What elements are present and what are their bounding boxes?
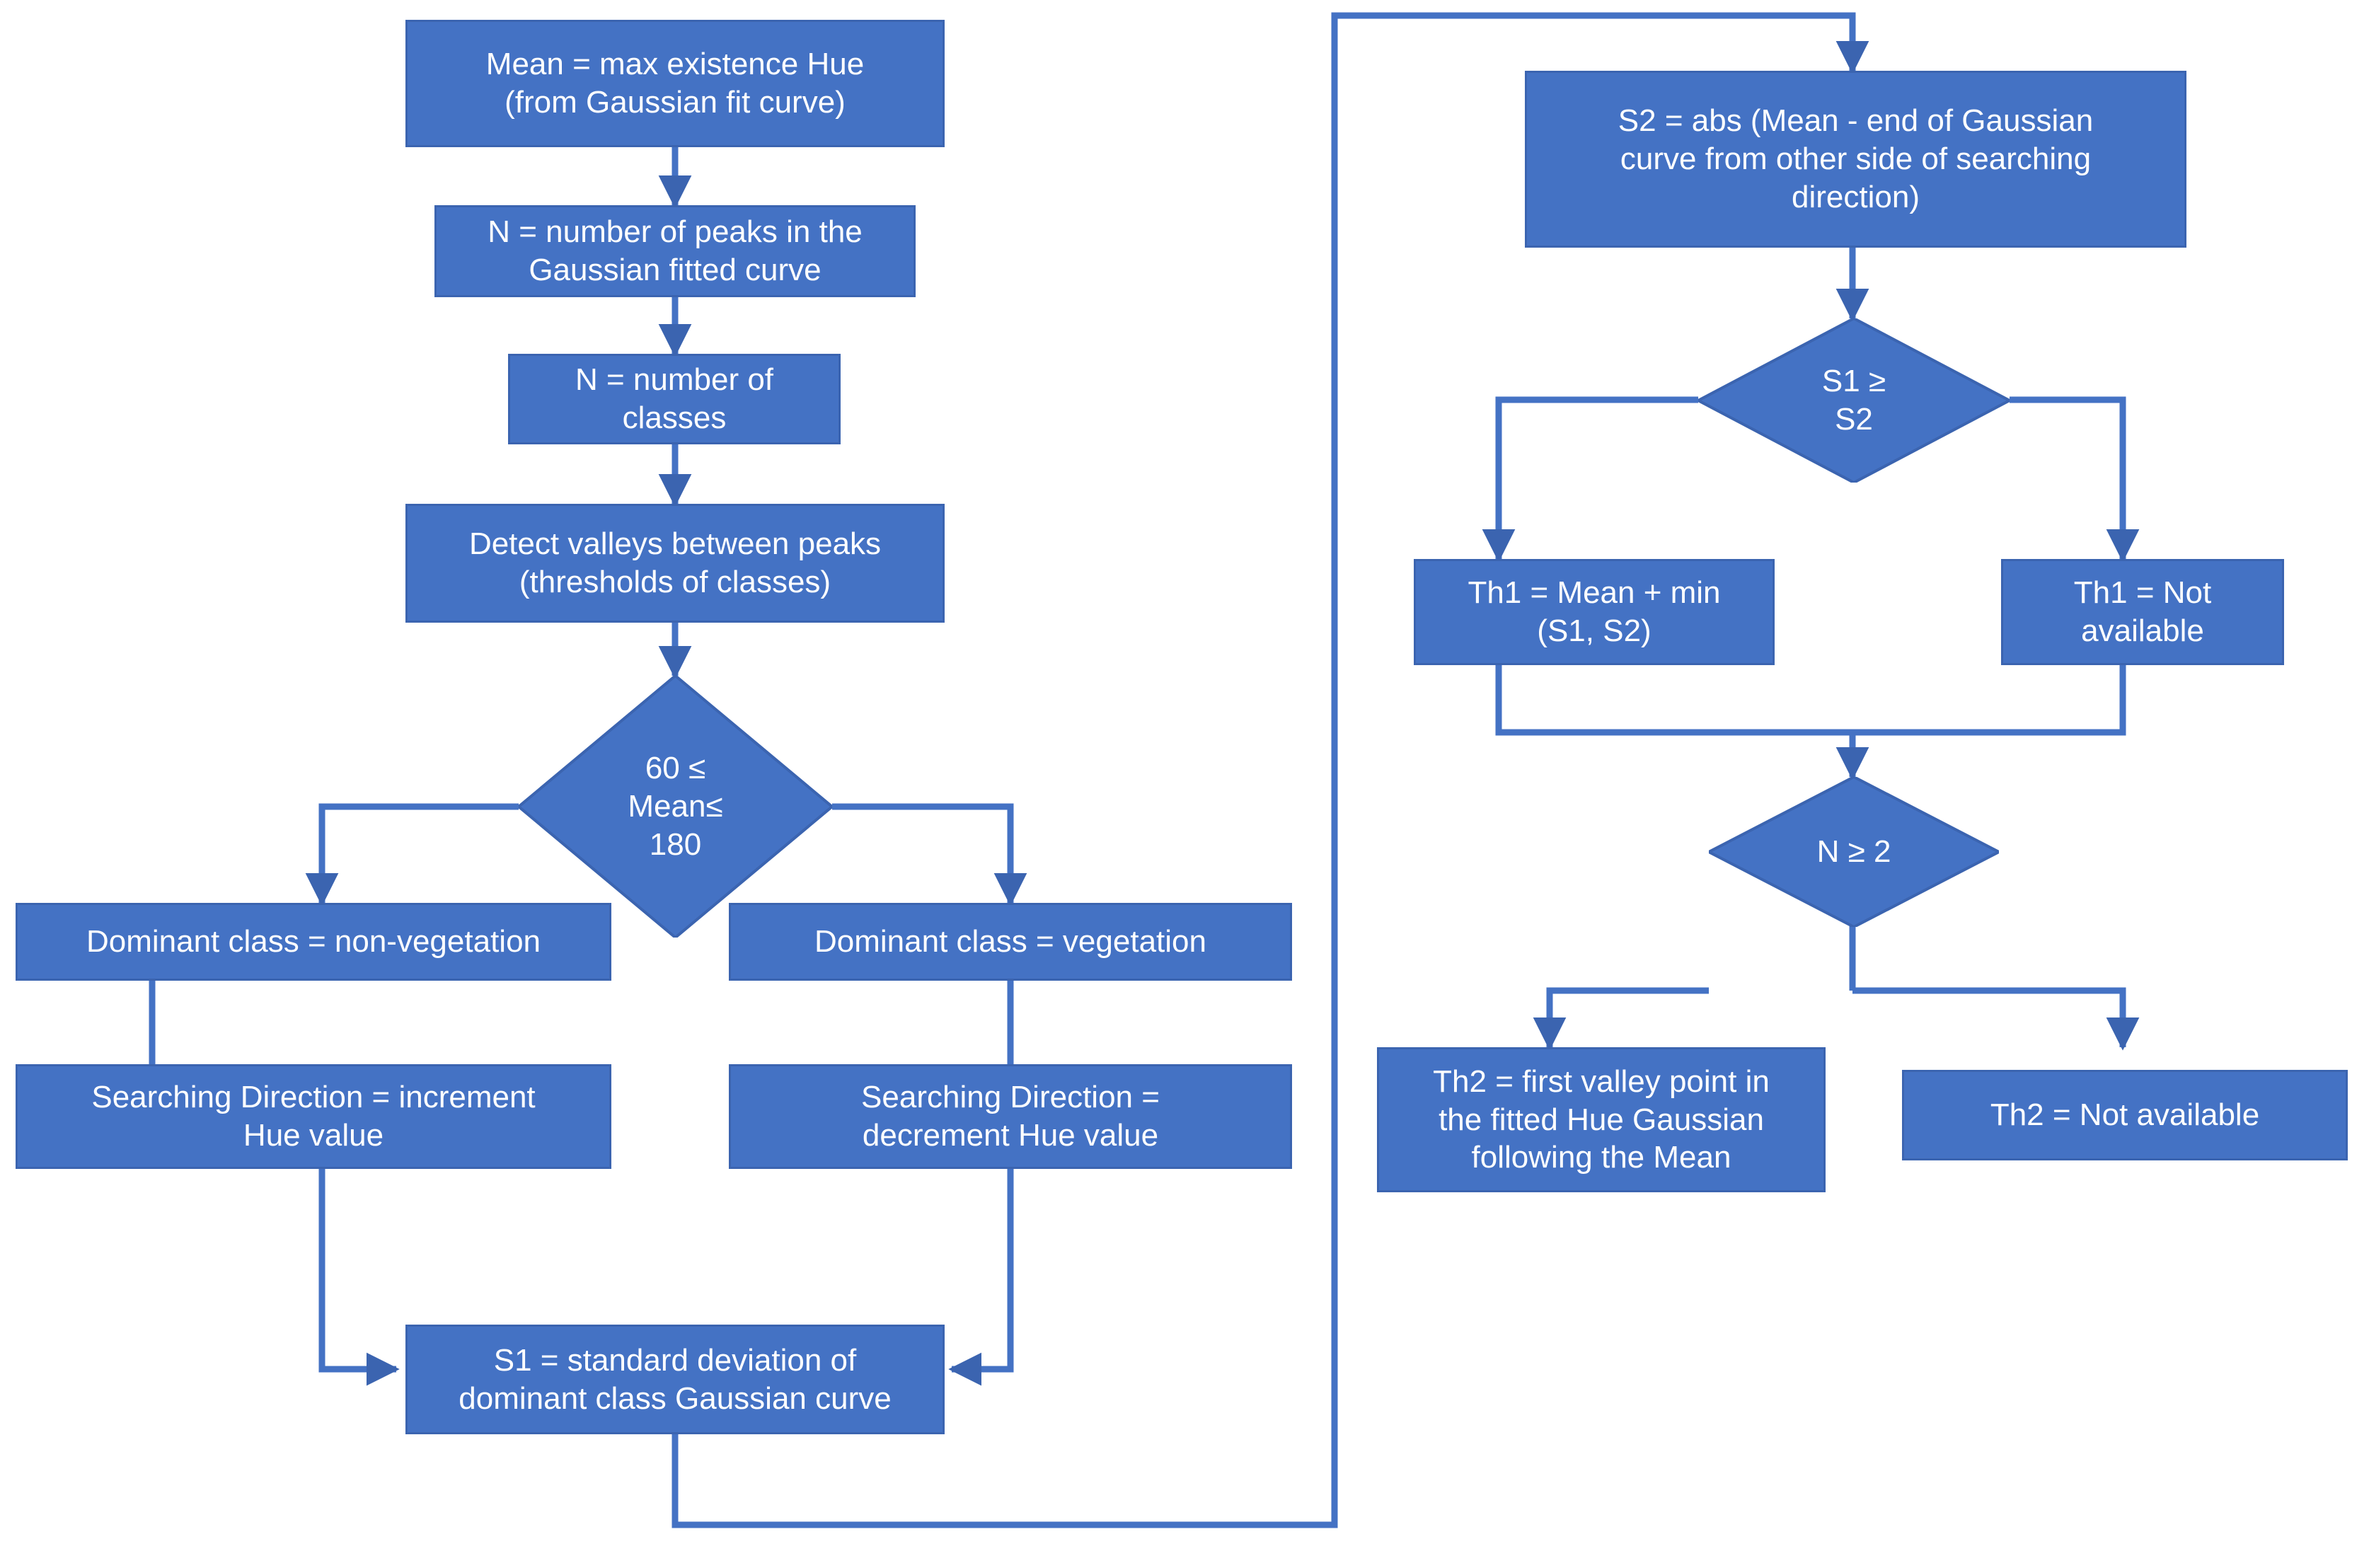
- edge-decision-right: [832, 803, 1027, 906]
- node-s2-abs[interactable]: S2 = abs (Mean - end of Gaussian curve f…: [1525, 71, 2186, 248]
- node-label: N = number of peaks in the Gaussian fitt…: [488, 214, 863, 287]
- node-label: Searching Direction = increment Hue valu…: [91, 1080, 536, 1153]
- node-label: Th1 = Mean + min (S1, S2): [1468, 575, 1721, 648]
- node-n-ge-2-decision[interactable]: N ≥ 2: [1709, 777, 1999, 927]
- node-label: Th2 = first valley point in the fitted H…: [1433, 1063, 1770, 1175]
- node-n-classes[interactable]: N = number of classes: [508, 354, 841, 444]
- node-label: Dominant class = vegetation: [814, 924, 1206, 959]
- edge-increment-to-s1: [318, 1168, 400, 1386]
- node-n-peaks[interactable]: N = number of peaks in the Gaussian fitt…: [434, 205, 916, 297]
- edge-decrement-to-s1: [948, 1168, 1014, 1386]
- edge-s1ges2-left: [1482, 396, 1698, 563]
- node-mean-range-decision[interactable]: 60 ≤ Mean≤ 180: [519, 676, 832, 938]
- node-searching-direction-decrement[interactable]: Searching Direction = decrement Hue valu…: [729, 1064, 1292, 1169]
- node-label: Searching Direction = decrement Hue valu…: [861, 1080, 1160, 1153]
- node-label: Th2 = Not available: [1990, 1097, 2260, 1133]
- edge-s1ges2-right: [2010, 396, 2140, 563]
- edge-decision-left: [305, 803, 519, 906]
- node-dominant-nonvegetation[interactable]: Dominant class = non-vegetation: [16, 903, 611, 981]
- node-label: Dominant class = non-vegetation: [86, 924, 541, 959]
- node-th1-not-available[interactable]: Th1 = Not available: [2001, 559, 2284, 665]
- node-searching-direction-increment[interactable]: Searching Direction = increment Hue valu…: [16, 1064, 611, 1169]
- node-s1-ge-s2-decision[interactable]: S1 ≥ S2: [1698, 318, 2010, 483]
- edge-s1-feedback-loop: [671, 12, 1869, 1528]
- node-th2-first-valley[interactable]: Th2 = first valley point in the fitted H…: [1377, 1047, 1826, 1192]
- node-label: S1 = standard deviation of dominant clas…: [459, 1342, 892, 1416]
- node-th1-mean-plus-min[interactable]: Th1 = Mean + min (S1, S2): [1414, 559, 1775, 665]
- edge-th1-merge: [1495, 665, 2126, 736]
- node-detect-valleys[interactable]: Detect valleys between peaks (thresholds…: [405, 504, 945, 623]
- node-label: Th1 = Not available: [2073, 575, 2212, 648]
- node-label: Mean = max existence Hue (from Gaussian …: [485, 47, 865, 120]
- node-label: N = number of classes: [575, 362, 774, 435]
- node-label: S2 = abs (Mean - end of Gaussian curve f…: [1618, 103, 2094, 214]
- edge-nge2-left: [1533, 987, 1709, 1051]
- node-label: Detect valleys between peaks (thresholds…: [468, 526, 882, 599]
- node-s1-standard-deviation[interactable]: S1 = standard deviation of dominant clas…: [405, 1325, 945, 1434]
- edge-nge2-right: [1852, 987, 2140, 1051]
- node-mean-max-hue[interactable]: Mean = max existence Hue (from Gaussian …: [405, 20, 945, 147]
- node-th2-not-available[interactable]: Th2 = Not available: [1902, 1070, 2348, 1160]
- node-dominant-vegetation[interactable]: Dominant class = vegetation: [729, 903, 1292, 981]
